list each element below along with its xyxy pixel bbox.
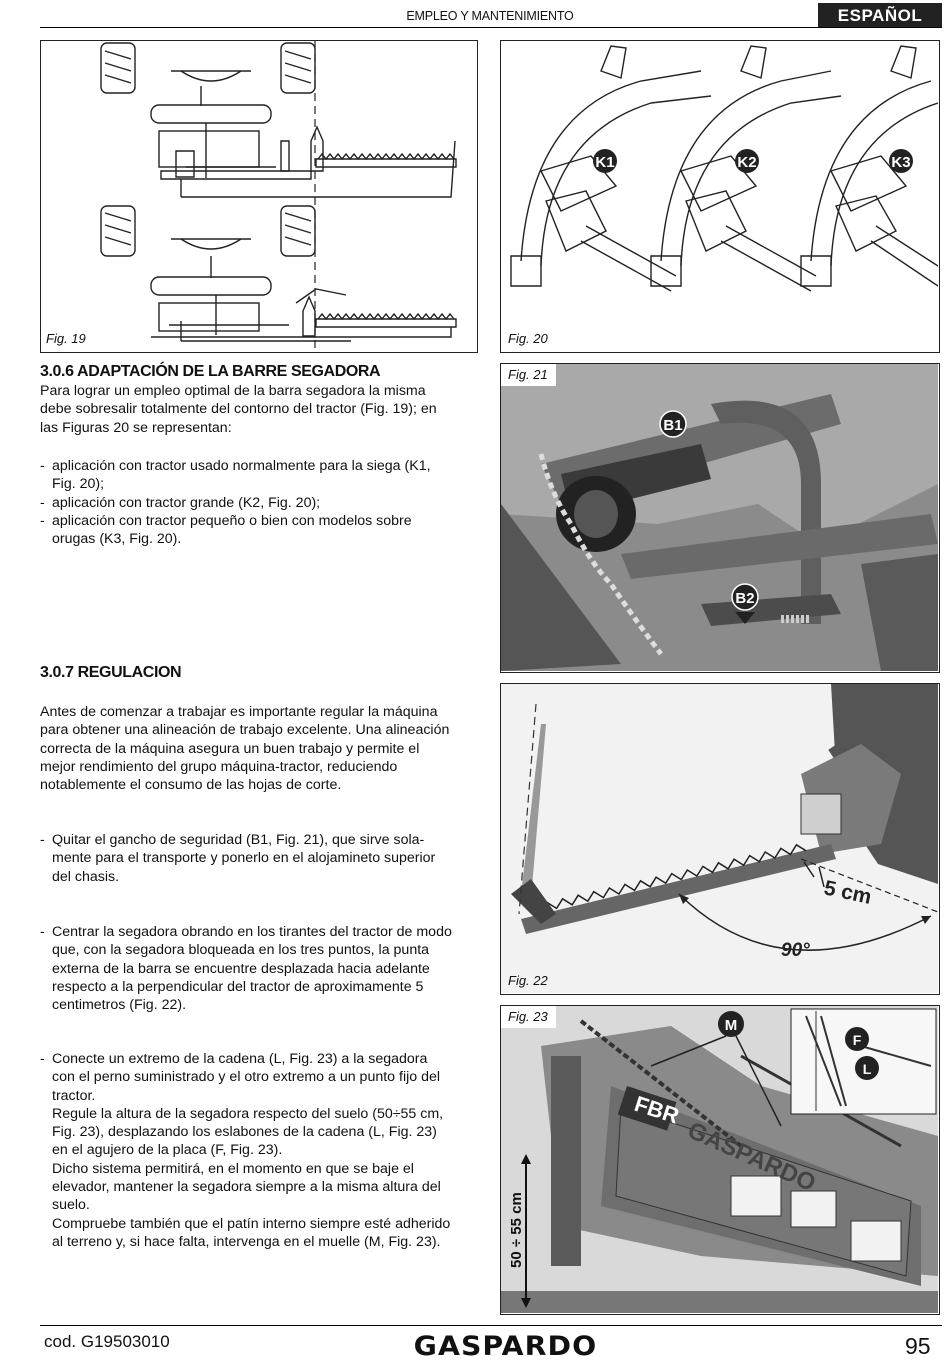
callout-b1: B1 bbox=[663, 417, 682, 434]
text-line: que, con la segadora bloqueada en los tr… bbox=[52, 942, 430, 959]
callout-f: F bbox=[853, 1032, 862, 1048]
list-item: - Conecte un extremo de la cadena (L, Fi… bbox=[40, 1050, 476, 1255]
text-line: del chasis. bbox=[52, 868, 120, 885]
running-header-title: EMPLEO Y MANTENIMIENTO bbox=[406, 9, 574, 23]
text-line: Antes de comenzar a trabajar es importan… bbox=[40, 704, 438, 720]
list-item: - Quitar el gancho de seguridad (B1, Fig… bbox=[40, 831, 476, 891]
figure-22: 5 cm 90° Fig. 22 bbox=[500, 683, 940, 995]
fig-20-three-point-hitch-diagram: K1 K2 K3 bbox=[510, 45, 939, 292]
text-line: Compruebe también que el patín interno s… bbox=[52, 1215, 451, 1232]
figure-21: B1 B2 Fig. 21 bbox=[500, 363, 940, 673]
list-dash: - bbox=[40, 832, 45, 848]
fig-22-photo: 5 cm 90° bbox=[501, 684, 939, 993]
height-range-label: 50 ÷ 55 cm bbox=[508, 1192, 525, 1268]
figure-20: K1 K2 K3 Fig. 20 bbox=[500, 40, 940, 353]
angle-90: 90° bbox=[781, 940, 810, 961]
callout-m: M bbox=[725, 1017, 738, 1034]
text-line: orugas (K3, Fig. 20). bbox=[52, 531, 182, 548]
list-item: - aplicación con tractor pequeño o bien … bbox=[40, 512, 476, 552]
fig-23-label: Fig. 23 bbox=[508, 1009, 548, 1024]
gaspardo-logo: GASPARDO bbox=[413, 1331, 598, 1362]
section-306-intro: Para lograr un empleo optimal de la barr… bbox=[40, 382, 476, 437]
fig-21-label: Fig. 21 bbox=[508, 367, 548, 382]
fig-19-label: Fig. 19 bbox=[46, 331, 86, 346]
text-line: tractor. bbox=[52, 1087, 96, 1104]
text-line: Quitar el gancho de seguridad (B1, Fig. … bbox=[52, 832, 425, 848]
callout-k1: K1 bbox=[595, 154, 614, 171]
text-line: Centrar la segadora obrando en los tiran… bbox=[52, 924, 452, 940]
text-line: mente para el transporte y ponerlo en el… bbox=[52, 850, 436, 867]
text-line: debe sobresalir totalmente del contorno … bbox=[40, 401, 437, 418]
text-line: con el perno suministrado y el otro extr… bbox=[52, 1069, 441, 1086]
list-dash: - bbox=[40, 458, 45, 474]
text-line: mejor rendimiento del grupo máquina-trac… bbox=[40, 758, 398, 775]
figure-19: Fig. 19 bbox=[40, 40, 478, 353]
callout-b2: B2 bbox=[735, 590, 754, 607]
document-code: cod. G19503010 bbox=[44, 1332, 170, 1351]
list-dash: - bbox=[40, 495, 45, 511]
section-307-intro: Antes de comenzar a trabajar es importan… bbox=[40, 703, 476, 794]
text-line: notablemente el consumo de las hojas de … bbox=[40, 777, 342, 794]
text-line: para obtener una alineación de trabajo e… bbox=[40, 722, 450, 739]
text-line: aplicación con tractor grande (K2, Fig. … bbox=[52, 495, 321, 511]
text-line: aplicación con tractor usado normalmente… bbox=[52, 458, 431, 474]
fig-21-photo: B1 B2 bbox=[501, 364, 938, 671]
page-number: 95 bbox=[905, 1333, 931, 1359]
text-line: suelo. bbox=[52, 1197, 90, 1214]
text-line: elevador, mantener la segadora siempre a… bbox=[52, 1179, 441, 1196]
text-line: correcta de la máquina asegura un buen t… bbox=[40, 740, 420, 757]
text-line: respecto a la perpendicular del tractor … bbox=[52, 978, 424, 995]
text-line: en el agujero de la placa (F, Fig. 23). bbox=[52, 1142, 283, 1159]
text-line: al terreno y, si hace falta, intervenga … bbox=[52, 1233, 441, 1250]
callout-k3: K3 bbox=[891, 154, 910, 171]
text-line: Conecte un extremo de la cadena (L, Fig.… bbox=[52, 1051, 428, 1067]
section-306-heading: 3.0.6 ADAPTACIÓN DE LA BARRE SEGADORA bbox=[40, 363, 381, 380]
fig-23-photo: FBR GASPARDO 50 ÷ 55 cm M F L bbox=[501, 1006, 938, 1313]
section-307-heading: 3.0.7 REGULACION bbox=[40, 664, 182, 681]
text-line: Fig. 23), desplazando los eslabones de l… bbox=[52, 1124, 437, 1141]
text-line: externa de la barra se encuentre desplaz… bbox=[52, 960, 430, 977]
fig-22-label: Fig. 22 bbox=[508, 973, 548, 988]
fig-19-tractor-diagram bbox=[100, 41, 457, 351]
text-line: Fig. 20); bbox=[52, 476, 105, 493]
list-dash: - bbox=[40, 513, 45, 529]
text-line: centimetros (Fig. 22). bbox=[52, 997, 187, 1014]
text-line: aplicación con tractor pequeño o bien co… bbox=[52, 513, 412, 529]
figure-23: FBR GASPARDO 50 ÷ 55 cm M F L Fig. 23 bbox=[500, 1005, 940, 1315]
callout-k2: K2 bbox=[737, 154, 756, 171]
text-line: las Figuras 20 se representan: bbox=[40, 419, 232, 436]
callout-l: L bbox=[863, 1061, 872, 1077]
list-dash: - bbox=[40, 1051, 45, 1067]
list-dash: - bbox=[40, 924, 45, 940]
text-line: Para lograr un empleo optimal de la barr… bbox=[40, 383, 426, 399]
footer-divider bbox=[40, 1325, 942, 1326]
list-item: - Centrar la segadora obrando en los tir… bbox=[40, 923, 476, 1018]
text-line: Regule la altura de la segadora respecto… bbox=[52, 1105, 444, 1122]
list-item: - aplicación con tractor usado normalmen… bbox=[40, 457, 476, 497]
list-item: - aplicación con tractor grande (K2, Fig… bbox=[40, 494, 476, 514]
header-divider bbox=[40, 27, 942, 28]
text-line: Dicho sistema permitirá, en el momento e… bbox=[52, 1160, 414, 1177]
fig-20-label: Fig. 20 bbox=[508, 331, 548, 346]
language-badge: ESPAÑOL bbox=[818, 3, 942, 27]
